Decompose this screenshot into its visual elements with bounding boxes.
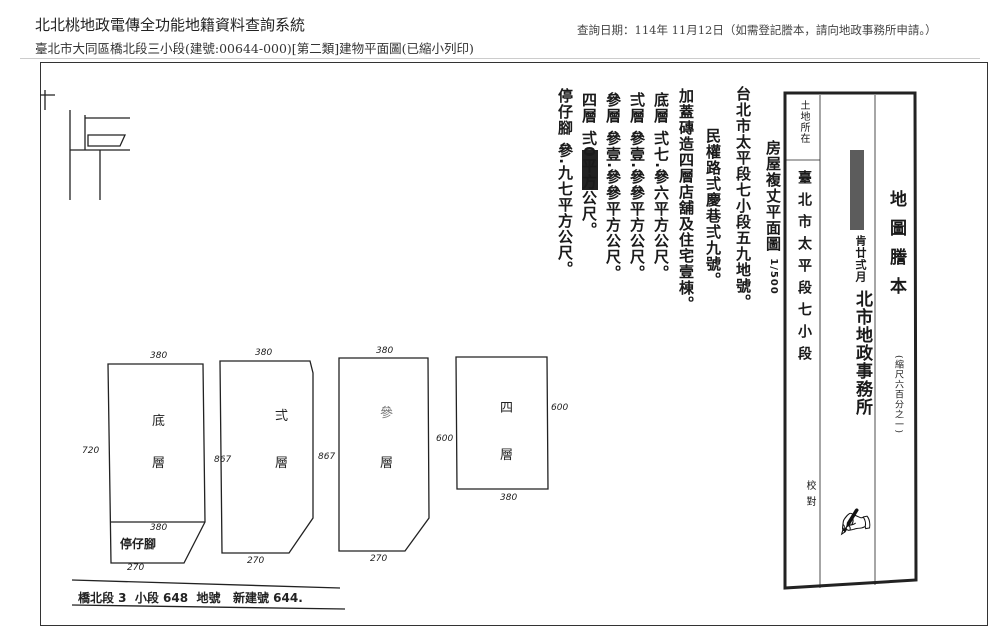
location-label: 土地所在 [798, 100, 809, 144]
dim-label: 380 [150, 351, 168, 361]
dim-label: 867 [214, 455, 232, 465]
floor-label: 四 [500, 401, 514, 416]
scale-stamp: (縮尺六百分之一) [893, 355, 903, 435]
lot-number-strip: 橋北段 3 小段 648 地號 新建號 644. [78, 591, 303, 605]
location-sketch [40, 90, 130, 200]
arcade-label: 停仔腳 [120, 537, 157, 551]
land-note: 台北市太平段七小段五九地號。 [734, 86, 752, 310]
floor-area-arcade: 停仔腳 參.九七平方公尺。 [556, 88, 574, 277]
dim-label: 380 [255, 348, 273, 358]
building-note: 加蓋磚造四層店舖及住宅壹棟。 [677, 88, 695, 312]
floor-label: 底 [152, 414, 166, 429]
floor-plan-4f [455, 356, 549, 490]
dim-label: 380 [150, 523, 168, 533]
floor-label: 層 [152, 456, 166, 471]
floor-label: 層 [380, 456, 394, 471]
dim-label: 600 [436, 434, 454, 444]
floor-label: 層 [275, 456, 289, 471]
page-subtitle: 臺北市大同區橋北段三小段(建號:00644-000)[第二類]建物平面圖(已縮小… [35, 41, 474, 56]
scale-note: 1/500 [768, 258, 779, 295]
dim-label: 270 [370, 554, 388, 564]
floor-label: 參 [380, 406, 394, 421]
dim-label: 600 [551, 403, 569, 413]
floor-label: 弍 [275, 409, 289, 424]
ink-blot [850, 150, 864, 230]
stamp-panel-border [783, 91, 918, 590]
page-title: 北北桃地政電傳全功能地籍資料查詢系統 [35, 16, 306, 34]
dim-label: 270 [247, 556, 265, 566]
document-type-title: 地圖謄本 [886, 190, 906, 306]
dim-label: 720 [82, 446, 100, 456]
stamp-date: 肯廿弍月 [854, 235, 867, 283]
address-note: 民權路弍慶巷弍九號。 [704, 128, 722, 288]
dim-label: 270 [127, 563, 145, 573]
floor-area-2f: 弍層 參壹.參參平方公尺。 [628, 92, 646, 281]
dim-label: 380 [376, 346, 394, 356]
floor-plan-2f [219, 360, 314, 554]
floor-area-3f: 參層 參壹.參參平方公尺。 [604, 92, 622, 281]
clerk-label: 校對 [804, 480, 815, 512]
floor-area-4f: 四層 弍0平方公尺。 [580, 92, 598, 238]
scanned-floor-plan [40, 62, 988, 626]
floor-plan-3f [338, 357, 430, 552]
stamp-panel-dividers [785, 95, 876, 588]
plan-title-note: 房屋複丈平面圖 1/500 [764, 140, 782, 295]
location-value: 臺北市太平段七小段 [796, 170, 812, 368]
footer-strip-line [71, 579, 346, 610]
office-stamp: 北市地政事務所 [852, 290, 872, 416]
header-divider [20, 58, 980, 59]
dim-label: 380 [500, 493, 518, 503]
dim-label: 867 [318, 452, 336, 462]
query-date: 查詢日期：114年 11月12日（如需登記謄本，請向地政事務所申請。） [577, 23, 937, 37]
floor-plan-ground [107, 363, 206, 564]
floor-area-ground: 底層 弍七.參六平方公尺。 [652, 92, 670, 281]
ink-blot [582, 150, 598, 190]
floor-label: 層 [500, 448, 514, 463]
